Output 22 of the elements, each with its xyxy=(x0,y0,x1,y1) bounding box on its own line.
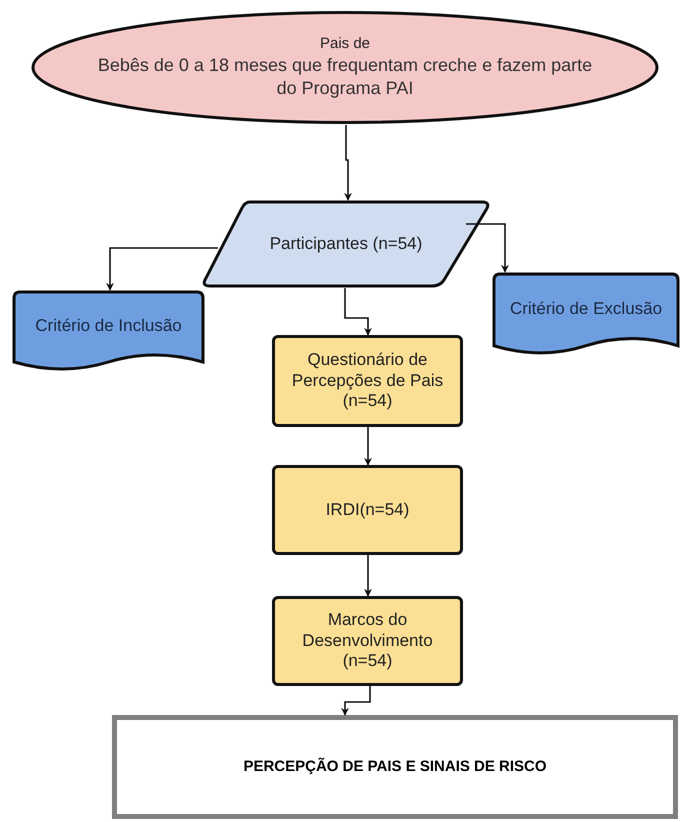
node-label: PERCEPÇÃO DE PAIS E SINAIS DE RISCO xyxy=(243,756,547,777)
node-label: Marcos do Desenvolvimento (n=54) xyxy=(301,610,434,672)
arrow xyxy=(466,223,509,273)
node-label: Critério de Inclusão xyxy=(35,314,182,337)
arrow xyxy=(344,125,352,201)
arrow xyxy=(341,686,371,716)
process-box xyxy=(272,335,463,427)
node-label: Critério de Exclusão xyxy=(510,298,662,320)
parallelogram-node xyxy=(200,200,492,288)
arrow xyxy=(344,288,372,336)
result-box xyxy=(112,715,678,819)
node-label: Pais de xyxy=(320,34,370,54)
node-label: Participantes (n=54) xyxy=(270,234,422,254)
node-label: IRDI(n=54) xyxy=(326,500,410,520)
arrow xyxy=(106,247,218,291)
node-label: Bebês de 0 a 18 meses que frequentam creche e fazem parte do Programa PAI xyxy=(96,54,594,100)
arrow xyxy=(364,427,372,466)
process-box xyxy=(272,465,463,555)
ellipse-node xyxy=(30,10,660,125)
process-box xyxy=(272,596,463,686)
arrow xyxy=(364,555,372,597)
node-label: Questionário de Percepções de Pais (n=54) xyxy=(290,350,444,412)
